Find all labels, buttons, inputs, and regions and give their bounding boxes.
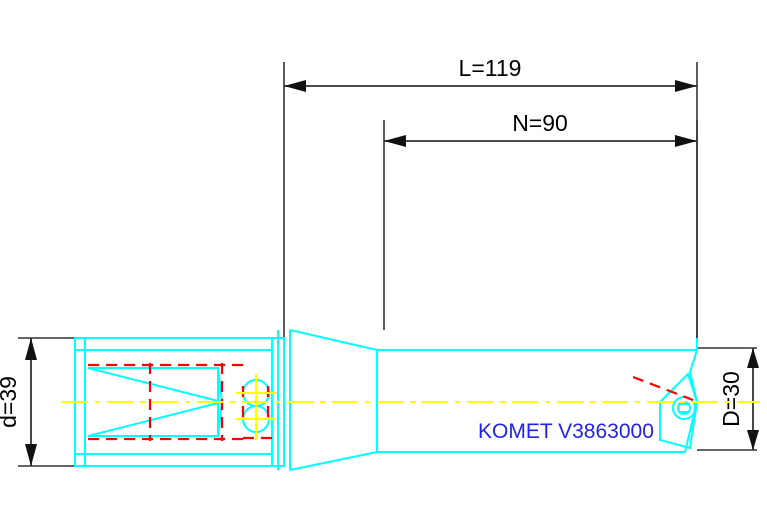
insert-pocket-outline: [659, 372, 699, 450]
arrowhead-bottom-D: [747, 430, 759, 450]
center-lines-group: [62, 374, 760, 440]
dimension-label-overall-length: L=119: [459, 55, 522, 81]
cone-line-upper-back: [217, 367, 223, 403]
arrowhead-left-N: [384, 135, 406, 147]
dimension-label-shank-diameter: d=39: [0, 376, 21, 428]
hidden-line-cutting-edge-angle: [632, 375, 694, 402]
dimension-flute-length: N=90: [383, 110, 698, 338]
shank-outer-rectangle: [74, 337, 285, 467]
brand-part-marking: KOMET V3863000: [478, 420, 654, 443]
dimension-overall-length: L=119: [283, 55, 698, 338]
dimension-cutting-diameter: D=30: [697, 347, 759, 451]
arrowhead-right-N: [675, 135, 697, 147]
arrowhead-right-L: [675, 80, 697, 92]
arrowhead-top-d: [25, 338, 37, 360]
dimension-shank-diameter: d=39: [0, 337, 75, 467]
arrowhead-left-L: [284, 80, 306, 92]
dimension-label-cutting-diameter: D=30: [718, 371, 744, 427]
arrowhead-top-D: [747, 348, 759, 368]
cone-line-lower-forward: [87, 401, 223, 437]
tool-body-outline: [74, 329, 699, 471]
cone-line-upper-forward: [87, 367, 223, 403]
taper-line-bottom: [289, 451, 378, 471]
arrowhead-bottom-d: [25, 444, 37, 466]
taper-line-top: [289, 329, 378, 351]
dimension-label-flute-length: N=90: [512, 110, 568, 136]
